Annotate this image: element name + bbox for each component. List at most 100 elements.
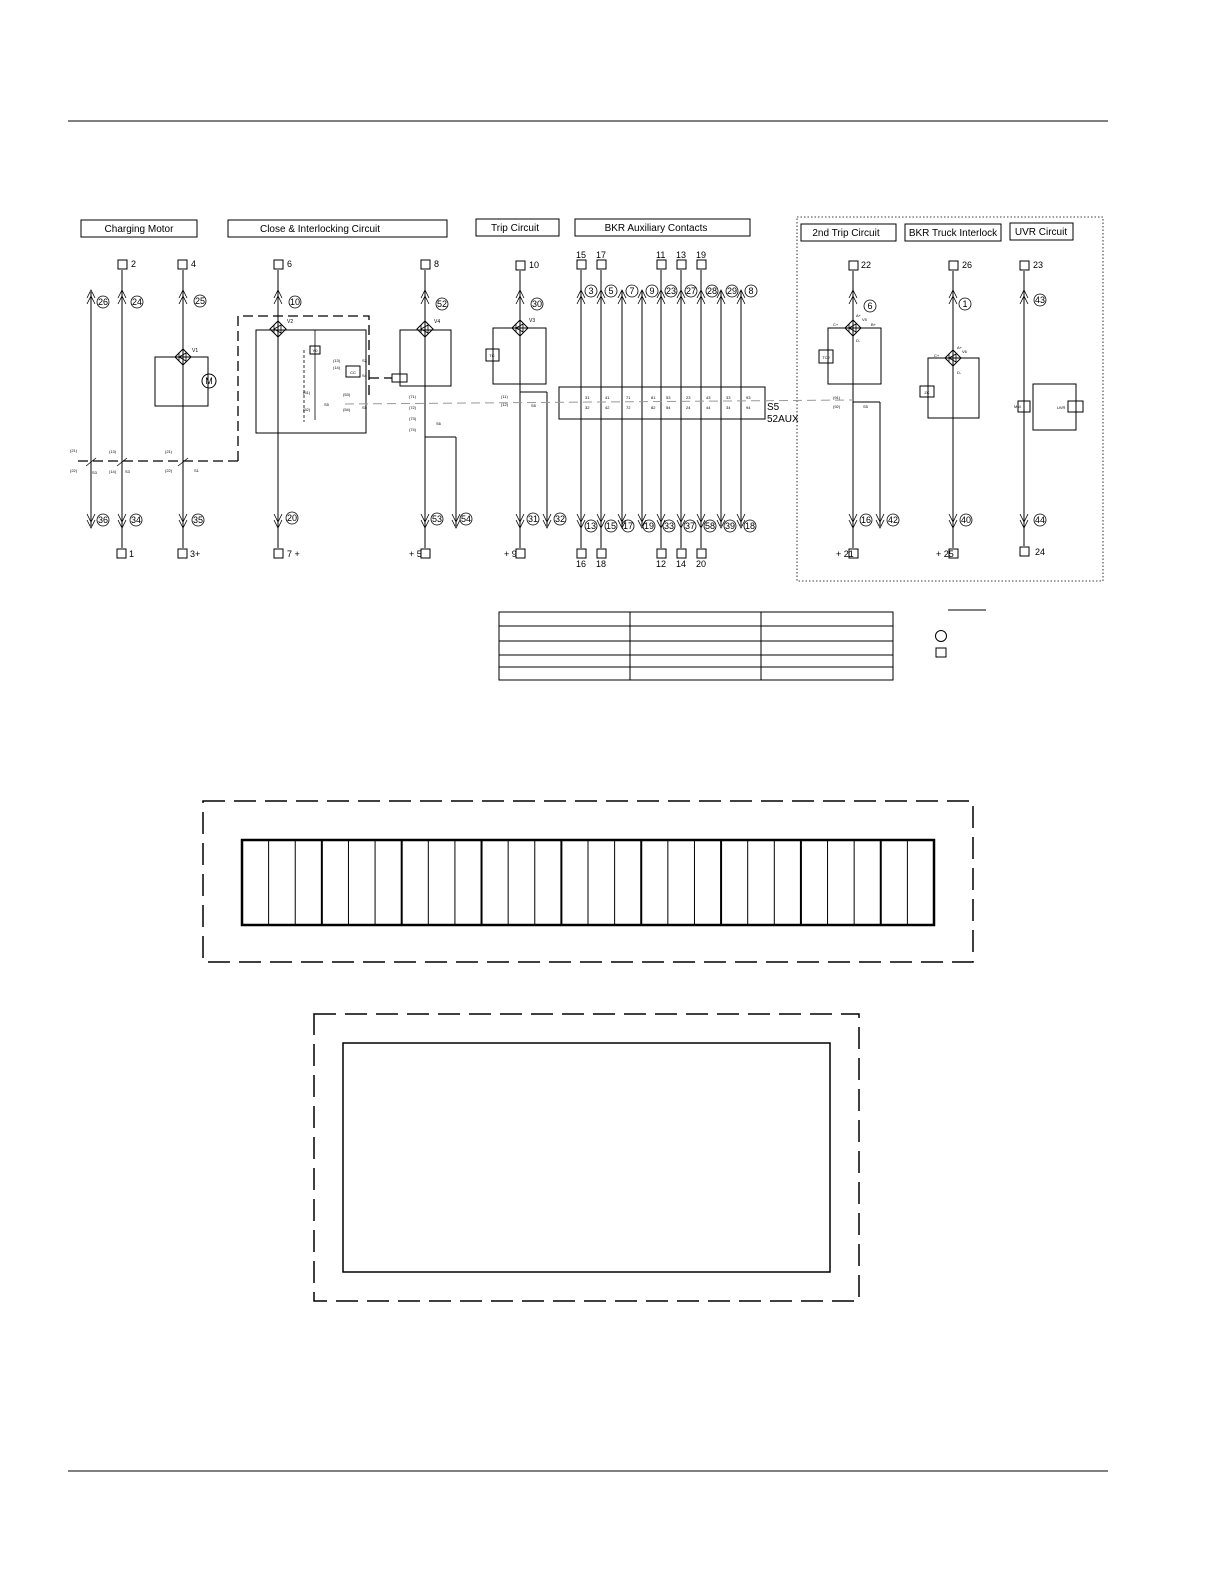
svg-text:7 +: 7 + (287, 549, 300, 559)
svg-text:82: 82 (651, 405, 656, 410)
svg-text:D-: D- (856, 338, 861, 343)
truck-interlock: V6 C+ A+ D- ZC (919, 345, 980, 419)
section-titles: Charging Motor Close & Interlocking Circ… (80, 218, 1074, 242)
top-wire-numbers: 26 24 25 10 52 30 3 5 7 9 23 27 28 29 8 … (96, 284, 1047, 313)
svg-text:25: 25 (195, 296, 205, 306)
title-uvr: UVR Circuit (1015, 227, 1067, 238)
svg-text:43: 43 (1035, 295, 1045, 305)
svg-text:52AUX: 52AUX (767, 414, 799, 425)
svg-text:32: 32 (585, 405, 590, 410)
svg-text:S2: S2 (362, 358, 368, 363)
svg-text:36: 36 (98, 515, 108, 525)
svg-text:ZC: ZC (924, 390, 929, 395)
aux-contacts: S5 52AUX 31 41 71 81 53 23 43 33 93 32 4… (558, 386, 799, 425)
svg-text:(22): (22) (165, 468, 173, 473)
svg-text:20: 20 (696, 559, 706, 569)
svg-text:S5: S5 (324, 402, 330, 407)
svg-text:3: 3 (588, 286, 593, 296)
svg-text:17: 17 (623, 521, 633, 531)
svg-text:18: 18 (745, 521, 755, 531)
rectifier-v4 (416, 320, 434, 338)
svg-text:(11): (11) (501, 394, 508, 399)
motor-symbol (201, 373, 217, 389)
svg-text:A+: A+ (856, 313, 862, 318)
svg-text:(52): (52) (303, 407, 311, 412)
svg-text:(21): (21) (165, 449, 173, 454)
svg-text:S5: S5 (767, 402, 780, 413)
svg-text:+ 9: + 9 (504, 549, 517, 559)
title-trip2: 2nd Trip Circuit (812, 228, 879, 239)
charging-motor-circuit: V1 M (21) (22) S3 (13) (14) S3 (21) (22)… (70, 348, 217, 475)
terminal-strip (202, 800, 974, 963)
svg-text:S4: S4 (362, 373, 368, 378)
svg-text:2: 2 (131, 259, 136, 269)
svg-text:81: 81 (651, 395, 656, 400)
svg-text:+ 25: + 25 (936, 549, 954, 559)
trip-coil (485, 348, 500, 362)
svg-text:35: 35 (193, 515, 203, 525)
svg-text:MM: MM (1014, 404, 1021, 409)
svg-text:S5: S5 (863, 404, 869, 409)
svg-text:19: 19 (644, 521, 654, 531)
rectifier-v2 (269, 320, 287, 338)
svg-text:S1: S1 (194, 468, 200, 473)
option-enclosure (796, 216, 1104, 582)
svg-text:72: 72 (626, 405, 631, 410)
svg-text:40: 40 (961, 515, 971, 525)
svg-text:A+: A+ (957, 345, 963, 350)
svg-text:26: 26 (962, 260, 972, 270)
svg-text:23: 23 (666, 286, 676, 296)
svg-text:12: 12 (656, 559, 666, 569)
svg-text:10: 10 (529, 260, 539, 270)
bottom-wire-numbers: 36 34 35 20 53 54 31 32 13 15 17 19 33 3… (96, 511, 1047, 533)
svg-text:D-: D- (957, 370, 962, 375)
svg-text:32: 32 (555, 514, 565, 524)
terminal-legend-icon (935, 647, 947, 658)
svg-text:18: 18 (596, 559, 606, 569)
legend (935, 609, 986, 658)
svg-text:S6: S6 (436, 421, 442, 426)
svg-text:31: 31 (528, 514, 538, 524)
svg-text:23: 23 (686, 395, 691, 400)
svg-text:(13): (13) (333, 358, 341, 363)
svg-text:S3: S3 (125, 469, 131, 474)
svg-text:TC2: TC2 (822, 355, 830, 360)
lower-panel (313, 1013, 860, 1302)
rectifier-v3 (511, 319, 529, 337)
rectifier-v1 (174, 348, 192, 366)
svg-text:17: 17 (596, 250, 606, 260)
svg-text:37: 37 (685, 521, 695, 531)
svg-text:V3: V3 (529, 318, 535, 324)
svg-text:10: 10 (290, 297, 300, 307)
svg-text:22: 22 (861, 260, 871, 270)
svg-text:UVR: UVR (1057, 405, 1066, 410)
svg-text:34: 34 (726, 405, 731, 410)
trip2-circuit: V5 C+ B+ A+ D- TC2 (91) (92) S5 (818, 313, 882, 409)
svg-text:M: M (205, 376, 213, 386)
svg-text:(73): (73) (409, 416, 417, 421)
trip-circuit: V3 TC (11) (12) S5 (485, 318, 547, 408)
close-coil (345, 365, 361, 378)
title-truck: BKR Truck Interlock (909, 228, 998, 239)
svg-text:S5: S5 (362, 405, 368, 410)
svg-text:1: 1 (962, 299, 967, 309)
svg-text:+ 21: + 21 (836, 549, 854, 559)
svg-text:TC: TC (489, 353, 494, 358)
rectifier-v6 (944, 349, 962, 367)
svg-text:(92): (92) (833, 404, 841, 409)
svg-text:93: 93 (746, 395, 751, 400)
svg-text:(14): (14) (109, 469, 117, 474)
svg-text:V2: V2 (287, 319, 293, 325)
svg-text:V1: V1 (192, 348, 198, 354)
svg-text:30: 30 (532, 299, 542, 309)
wire-arrows (86, 289, 1029, 529)
svg-text:24: 24 (686, 405, 691, 410)
svg-text:7: 7 (629, 286, 634, 296)
title-close-interlock: Close & Interlocking Circuit (260, 224, 380, 235)
svg-text:B+: B+ (871, 322, 877, 327)
svg-text:CC: CC (350, 370, 356, 375)
svg-text:4: 4 (191, 259, 196, 269)
svg-text:42: 42 (605, 405, 610, 410)
svg-text:(91): (91) (833, 395, 841, 400)
